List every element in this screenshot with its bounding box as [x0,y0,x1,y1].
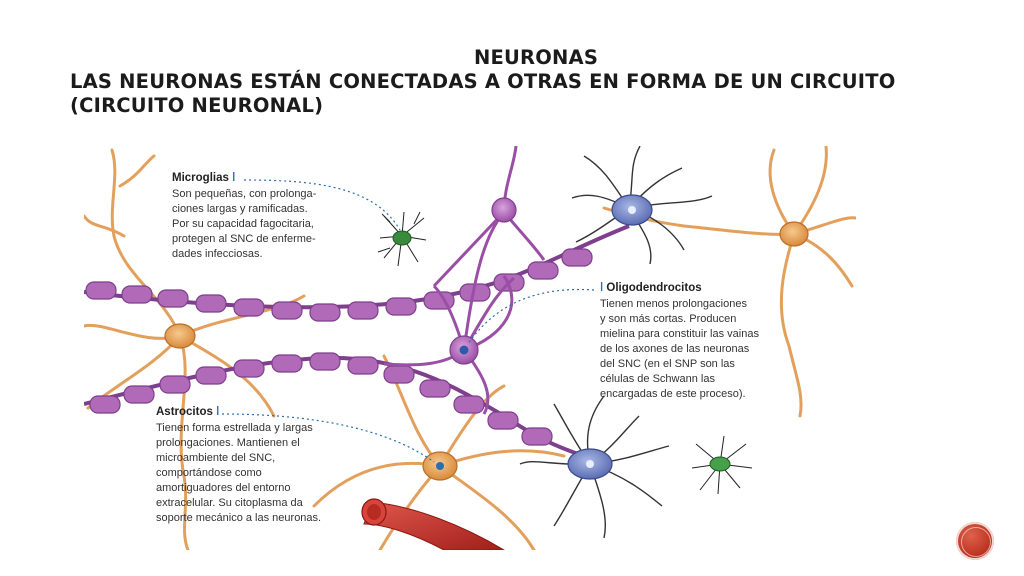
title-line-1: NEURONAS [473,46,599,69]
leader-lines [221,179,595,463]
oligodendrocyte-body-upper [491,197,517,223]
astrocyte-nucleus [436,462,444,470]
microglias-label: Microglias ǀ Son pequeñas, con prolonga-… [172,172,316,262]
oligodendrocitos-line: y son más cortas. Producen [600,313,737,325]
microglia-lower-body [709,456,731,472]
microglias-line: dades infecciosas. [172,248,263,260]
microglia-upper-body [392,230,412,246]
pin-icon: ǀ [600,282,604,294]
illustration-svg [84,146,856,550]
astrocitos-line: extracelular. Su citoplasma da [156,497,303,509]
astrocitos-title: Astrocitos [156,406,213,418]
microglias-line: Son pequeñas, con prolonga- [172,188,317,200]
astrocitos-line: Tienen forma estrellada y largas [156,422,313,434]
microglias-line: protegen al SNC de enferme- [172,233,316,245]
title-line-3: (CIRCUITO NEURONAL) [70,94,324,117]
microglias-line: Por su capacidad fagocitaria, [172,218,314,230]
oligodendrocitos-line: de los axones de las neuronas [600,343,750,355]
oligodendrocitos-description: Tienen menos prolongaciones y son más co… [600,297,759,402]
myelinated-axon-lower [84,352,585,458]
microglias-description: Son pequeñas, con prolonga- ciones larga… [172,187,316,262]
astrocitos-line: soporte mecánico a las neuronas. [156,512,322,524]
myelinated-axon-upper [84,224,630,322]
neuron-upper-nucleus [628,206,636,214]
glial-cells-illustration: Microglias ǀ Son pequeñas, con prolonga-… [84,146,856,550]
blood-vessel [361,498,505,550]
astrocyte-body-right [779,221,809,247]
oligodendrocitos-line: del SNC (en el SNP son las [600,358,735,370]
astrocitos-label: Astrocitos ǀ Tienen forma estrellada y l… [156,406,321,526]
astrocyte-body-left [164,323,196,349]
astrocitos-description: Tienen forma estrellada y largas prolong… [156,421,321,526]
microglias-line: ciones largas y ramificadas. [172,203,308,215]
pin-icon: ǀ [216,406,220,418]
oligodendrocyte-nucleus [459,345,469,355]
title-line-2: LAS NEURONAS ESTÁN CONECTADAS A OTRAS EN… [70,70,896,93]
oligodendrocitos-title: Oligodendrocitos [606,282,702,294]
slide-badge[interactable] [956,522,994,560]
pin-icon: ǀ [232,172,236,184]
oligodendrocitos-label: ǀ Oligodendrocitos Tienen menos prolonga… [600,282,759,402]
oligodendrocitos-line: Tienen menos prolongaciones [600,298,747,310]
oligodendrocitos-line: mielina para constituir las vainas [600,328,759,340]
slide-title: NEURONAS LAS NEURONAS ESTÁN CONECTADAS A… [70,46,950,118]
oligodendrocitos-line: encargadas de este proceso). [600,388,746,400]
astrocitos-line: comportándose como [156,467,262,479]
neuron-lower-nucleus [586,460,594,468]
oligodendrocitos-line: células de Schwann las [600,373,715,385]
microglias-title: Microglias [172,172,229,184]
astrocitos-line: microambiente del SNC, [156,452,276,464]
astrocitos-line: prolongaciones. Mantienen el [156,437,300,449]
astrocitos-line: amortiguadores del entorno [156,482,291,494]
